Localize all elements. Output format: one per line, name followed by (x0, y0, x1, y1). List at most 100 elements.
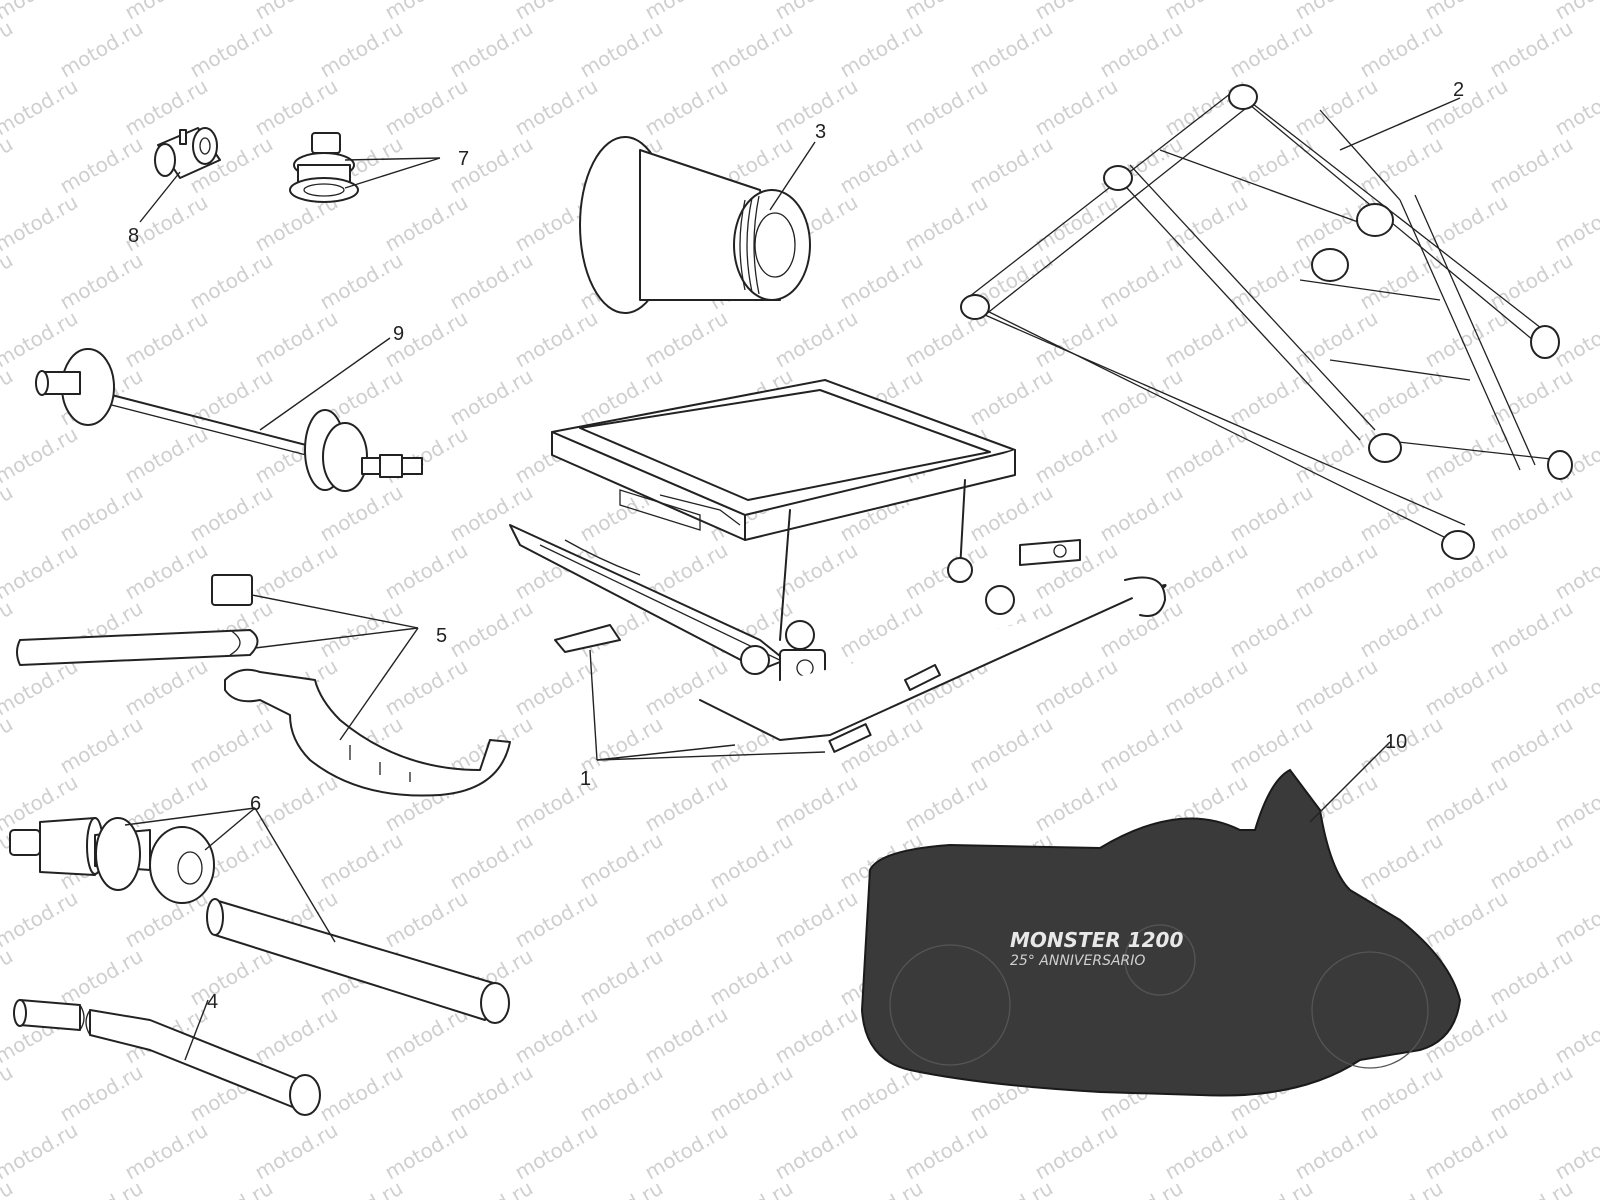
watermark-text: motod.ru (381, 654, 472, 721)
watermark-text: motod.ru (1226, 364, 1317, 431)
callout-7: 7 (458, 148, 469, 170)
watermark-text: motod.ru (901, 74, 992, 141)
watermark-text: motod.ru (0, 1060, 17, 1127)
watermark-text: motod.ru (446, 596, 537, 663)
watermark-text: motod.ru (706, 828, 797, 895)
callout-4: 4 (207, 991, 218, 1013)
watermark-text: motod.ru (1356, 596, 1447, 663)
watermark-text: motod.ru (121, 1118, 212, 1185)
cover-title: MONSTER 1200 (1010, 928, 1183, 952)
watermark-text: motod.ru (56, 132, 147, 199)
callout-10: 10 (1385, 731, 1407, 753)
watermark-text: motod.ru (511, 1002, 602, 1069)
part-8-pin-sleeve (154, 127, 221, 179)
watermark-text: motod.ru (1161, 190, 1252, 257)
cover-subtitle: 25° ANNIVERSARIO (1010, 953, 1145, 969)
watermark-text: motod.ru (446, 364, 537, 431)
watermark-text: motod.ru (1031, 74, 1122, 141)
callout-2: 2 (1453, 79, 1464, 101)
callout-8: 8 (128, 225, 139, 247)
watermark-text: motod.ru (771, 886, 862, 953)
watermark-text: motod.ru (1421, 306, 1512, 373)
watermark-text: motod.ru (0, 248, 17, 315)
watermark-text: motod.ru (836, 132, 927, 199)
watermark-text: motod.ru (901, 1118, 992, 1185)
watermark-text: motod.ru (1486, 944, 1577, 1011)
watermark-text: motod.ru (1486, 828, 1577, 895)
callout-3: 3 (815, 121, 826, 143)
watermark-text: motod.ru (511, 306, 602, 373)
watermark-text: motod.ru (1421, 770, 1512, 837)
watermark-text: motod.ru (641, 74, 732, 141)
watermark-text: motod.ru (446, 16, 537, 83)
watermark-text: motod.ru (771, 770, 862, 837)
watermark-text: motod.ru (0, 16, 17, 83)
watermark-text: motod.ru (901, 538, 992, 605)
watermark-text: motod.ru (1031, 422, 1122, 489)
watermark-text: motod.ru (0, 712, 17, 779)
watermark-text: motod.ru (186, 712, 277, 779)
watermark-text: motod.ru (1486, 16, 1577, 83)
watermark-text: motod.ru (121, 770, 212, 837)
part-10-bike-cover: MONSTER 1200 25° ANNIVERSARIO (860, 768, 1462, 1097)
watermark-text: motod.ru (1551, 1002, 1600, 1069)
watermark-text: motod.ru (0, 538, 82, 605)
watermark-text: motod.ru (186, 248, 277, 315)
watermark-text: motod.ru (56, 1176, 147, 1200)
watermark-text: motod.ru (1356, 364, 1447, 431)
watermark-text: motod.ru (706, 1060, 797, 1127)
watermark-text: motod.ru (56, 712, 147, 779)
watermark-text: motod.ru (316, 1176, 407, 1200)
watermark-text: motod.ru (121, 654, 212, 721)
part-3-threaded-bushing (579, 136, 811, 314)
watermark-text: motod.ru (381, 538, 472, 605)
watermark-text: motod.ru (511, 886, 602, 953)
watermark-text: motod.ru (1421, 190, 1512, 257)
watermark-text: motod.ru (706, 16, 797, 83)
watermark-text: motod.ru (316, 1060, 407, 1127)
watermark-text: motod.ru (1226, 480, 1317, 547)
watermark-text: motod.ru (1421, 422, 1512, 489)
callout-5: 5 (436, 625, 447, 647)
watermark-text: motod.ru (1031, 770, 1122, 837)
watermark-text: motod.ru (641, 770, 732, 837)
part-4-drift-tool (13, 999, 321, 1116)
watermark-text: motod.ru (381, 74, 472, 141)
watermark-text: motod.ru (901, 190, 992, 257)
watermark-text: motod.ru (1031, 654, 1122, 721)
watermark-text: motod.ru (121, 422, 212, 489)
watermark-text: motod.ru (1096, 248, 1187, 315)
watermark-text: motod.ru (1551, 538, 1600, 605)
watermark-text: motod.ru (1161, 306, 1252, 373)
watermark-text: motod.ru (1031, 1118, 1122, 1185)
watermark-text: motod.ru (316, 16, 407, 83)
watermark-text: motod.ru (0, 132, 17, 199)
watermark-text: motod.ru (576, 16, 667, 83)
watermark-text: motod.ru (1356, 16, 1447, 83)
watermark-text: motod.ru (641, 306, 732, 373)
part-5-wrench-set (16, 574, 511, 797)
callout-labels: 2 3 7 8 9 5 6 4 1 10 (128, 79, 1464, 1013)
watermark-text: motod.ru (1486, 480, 1577, 547)
watermark-text: motod.ru (186, 1176, 277, 1200)
watermark-text: motod.ru (0, 480, 17, 547)
watermark-text: motod.ru (1421, 1118, 1512, 1185)
watermark-text: motod.ru (1356, 480, 1447, 547)
watermark-text: motod.ru (186, 364, 277, 431)
watermark-text: motod.ru (576, 1060, 667, 1127)
watermark-text: motod.ru (381, 886, 472, 953)
part-6-bushing-installer (9, 817, 510, 1024)
watermark-text: motod.ru (641, 886, 732, 953)
watermark-text: motod.ru (966, 364, 1057, 431)
watermark-text: motod.ru (186, 944, 277, 1011)
watermark-text: motod.ru (1486, 596, 1577, 663)
watermark-text: motod.ru (1356, 1176, 1447, 1200)
watermark-text: motod.ru (121, 538, 212, 605)
watermark-text: motod.ru (966, 480, 1057, 547)
watermark-text: motod.ru (1291, 1118, 1382, 1185)
watermark-text: motod.ru (966, 16, 1057, 83)
watermark-text: motod.ru (56, 16, 147, 83)
watermark-text: motod.ru (641, 1118, 732, 1185)
watermark-text: motod.ru (1486, 248, 1577, 315)
